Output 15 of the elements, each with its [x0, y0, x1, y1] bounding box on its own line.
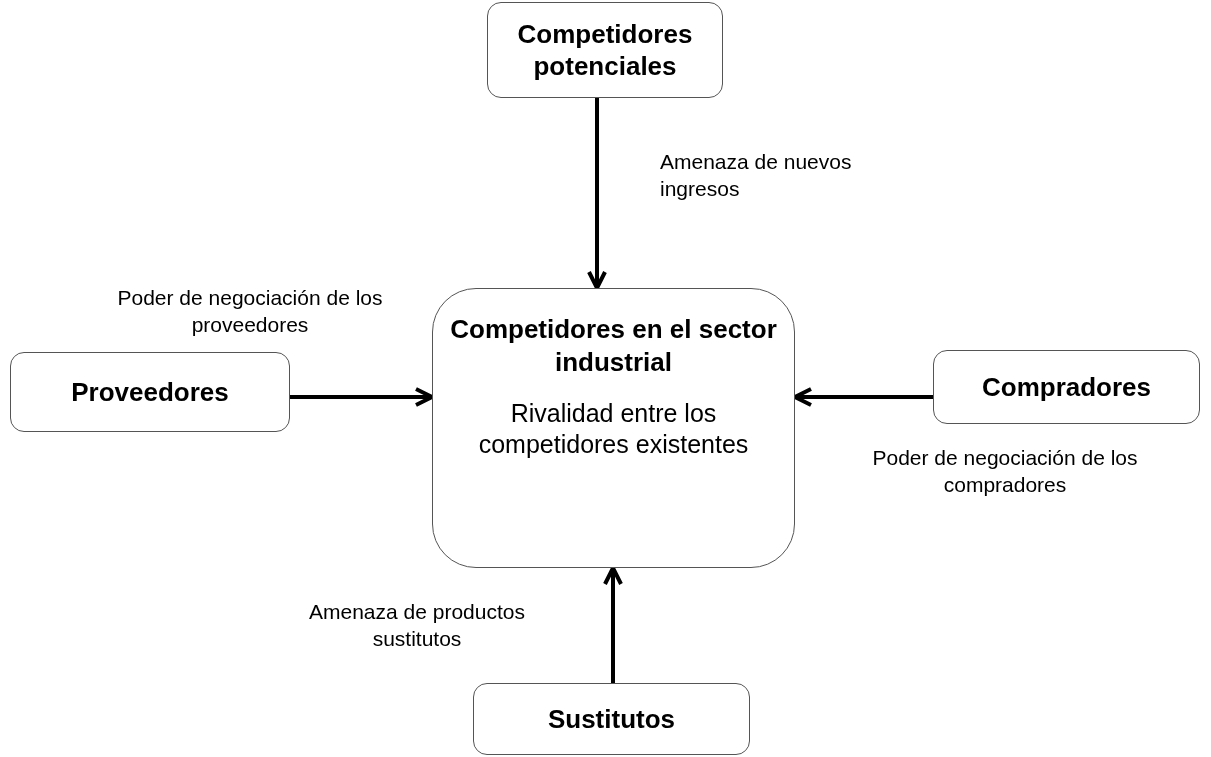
- arrow: [587, 98, 607, 290]
- box-title: Competidores en el sector industrial: [449, 313, 778, 378]
- process-box: [487, 2, 723, 98]
- process-box: [473, 683, 750, 755]
- box-title: Sustitutos: [546, 702, 677, 736]
- box-text: Rivalidad entre los competidores existentes: [477, 398, 750, 461]
- process-box: [933, 350, 1200, 424]
- box-title: Compradores: [980, 370, 1152, 404]
- arrow: [603, 566, 623, 683]
- arrow: [290, 387, 434, 407]
- arrow: [793, 387, 933, 407]
- process-box: [432, 288, 795, 568]
- box-title: Proveedores: [70, 375, 230, 409]
- process-box: [10, 352, 290, 432]
- box-title: Competidores potenciales: [516, 17, 694, 83]
